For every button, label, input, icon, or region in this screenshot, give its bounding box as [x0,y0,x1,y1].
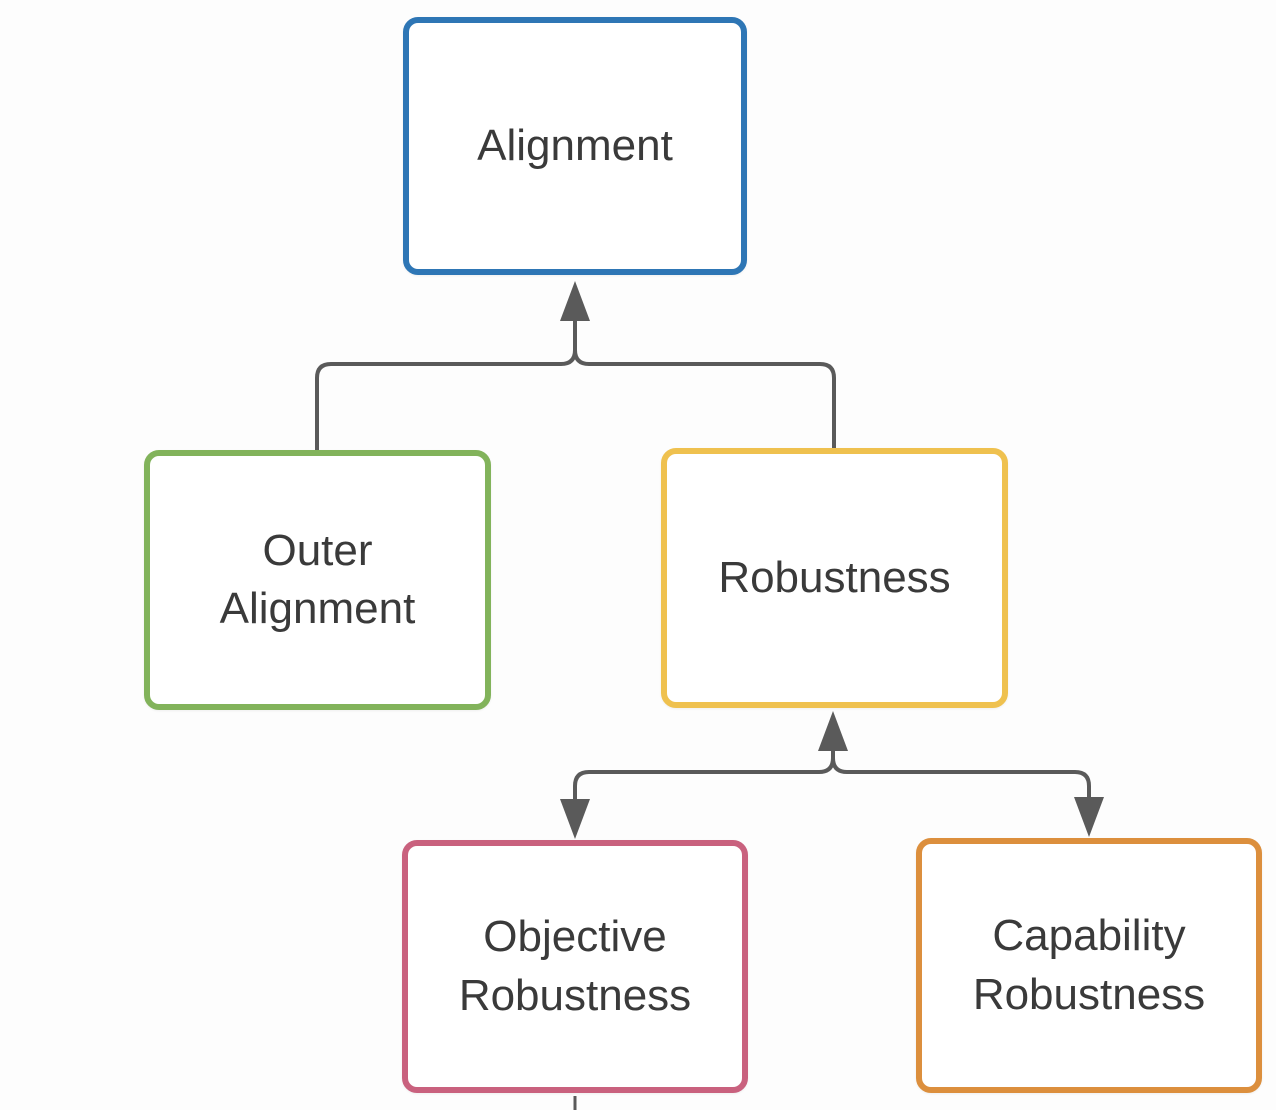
connector-robustness-to-children [560,711,1104,839]
node-objective-robustness[interactable]: Objective Robustness [402,840,748,1093]
node-label: Objective Robustness [458,912,692,1020]
arrowhead-up-into-alignment [560,281,590,321]
node-label: Alignment [477,120,673,170]
arrowhead-down-into-capability-robustness [1074,797,1104,837]
connector-children-to-alignment [315,281,836,452]
connector-outer-alignment-branch [315,316,577,452]
node-capability-robustness[interactable]: Capability Robustness [916,838,1262,1093]
node-label: Outer Alignment [219,525,416,633]
connector-objective-branch [573,748,835,803]
node-robustness[interactable]: Robustness [661,448,1008,708]
connector-robustness-branch [573,316,836,451]
connector-capability-branch [831,748,1091,801]
node-label: Capability Robustness [972,911,1206,1019]
node-outer-alignment[interactable]: Outer Alignment [144,450,491,710]
arrowhead-down-into-objective-robustness [560,799,590,839]
node-label: Robustness [718,552,951,602]
arrowhead-up-into-robustness [818,711,848,751]
node-alignment[interactable]: Alignment [403,17,747,275]
